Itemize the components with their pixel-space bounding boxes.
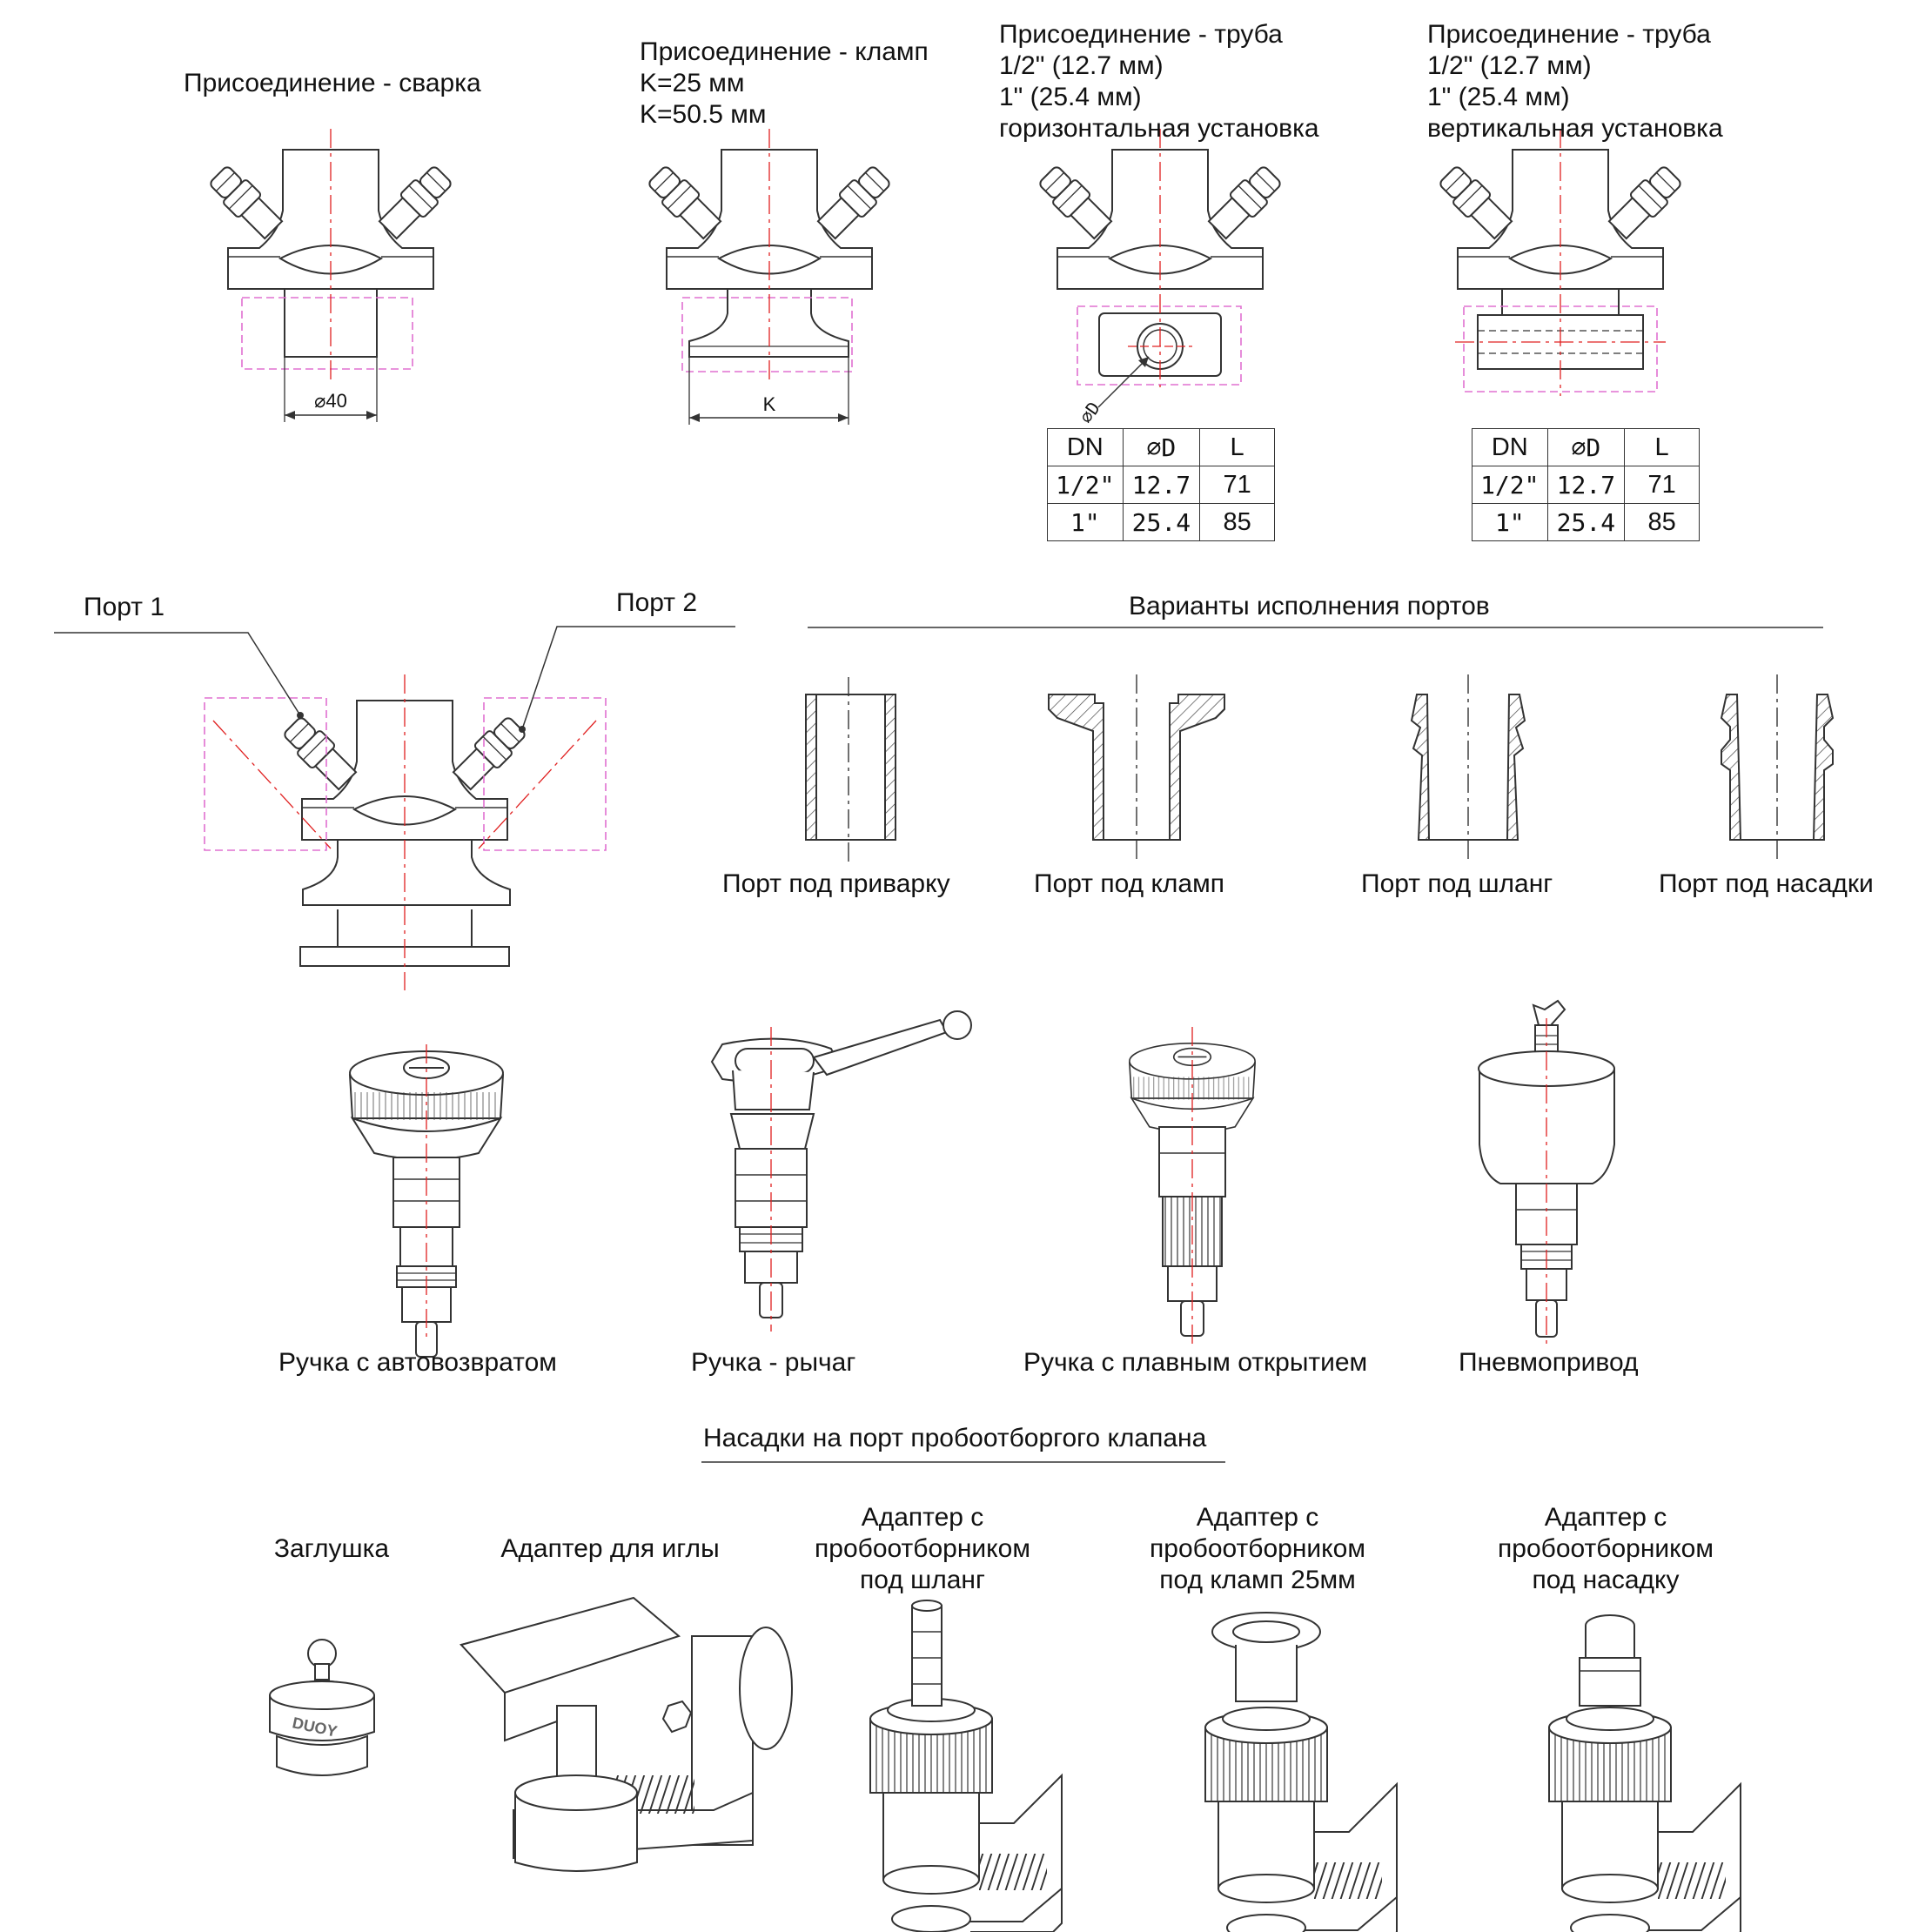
table-header-dn: DN [1472,428,1548,466]
port-variants-header: Варианты исполнения портов [1129,592,1490,621]
attachment-line: Адаптер с [1544,1503,1667,1532]
handle-lever-drawing [710,1010,972,1332]
clamp-k2-line: K=50.5 мм [640,100,767,129]
attachment-line: под насадку [1532,1566,1680,1594]
pipe-v-line-3: вертикальная установка [1427,114,1723,143]
handle-auto-return-drawing [349,1044,504,1358]
port-variant-hose-label: Порт под шланг [1361,869,1553,898]
attachment-plug-label: Заглушка [231,1533,432,1565]
port-variant-nozzle-drawing [1720,674,1835,862]
weld-diameter-label: ⌀40 [314,390,347,412]
table-cell: 85 [1624,503,1700,541]
table-cell: 12.7 [1546,466,1626,504]
table-cell: 1/2" [1047,466,1124,504]
port-variant-clamp-label: Порт под кламп [1034,869,1224,898]
attachment-line: пробоотборником [1498,1534,1714,1563]
attachments-header: Насадки на порт пробоотборгого клапана [703,1424,1207,1452]
attachment-hose-sampler-label: Адаптер с пробоотборником под шланг [792,1502,1053,1596]
pipe-v-line-2: 1" (25.4 мм) [1427,83,1570,111]
table-cell: 71 [1624,466,1700,504]
port-2-label: Порт 2 [616,588,698,617]
table-header-d: ⌀D [1122,428,1201,466]
attachment-line: Адаптер для иглы [500,1534,720,1563]
table-cell: 25.4 [1546,503,1626,541]
pipe-diameter-label: ⌀D [1076,398,1104,427]
table-row: 1" 25.4 85 [1472,503,1700,541]
pipe-horizontal-connection-drawing [1035,129,1285,408]
pipe-h-line-2: 1" (25.4 мм) [999,83,1142,111]
port-variant-weld-drawing [805,677,896,862]
port-diagram [54,626,735,990]
port-1-label: Порт 1 [84,593,165,621]
pipe-h-line-1: 1/2" (12.7 мм) [999,51,1164,80]
table-cell: 1/2" [1472,466,1548,504]
table-row: 1/2" 12.7 71 [1047,466,1275,504]
pneumatic-actuator-label: Пневмопривод [1459,1348,1639,1377]
pipe-vertical-title: Присоединение - труба 1/2" (12.7 мм) 1" … [1427,19,1723,144]
attachment-line: под шланг [860,1566,985,1594]
handle-smooth-opening-drawing [1129,1027,1256,1349]
table-header-dn: DN [1047,428,1124,466]
attachment-line: Адаптер с [1196,1503,1319,1532]
table-cell: 85 [1199,503,1275,541]
attachment-clamp-sampler-label: Адаптер с пробоотборником под кламп 25мм [1123,1502,1392,1596]
clamp-k1-line: K=25 мм [640,69,745,97]
weld-connection-title: Присоединение - сварка [184,69,481,97]
table-cell: 71 [1199,466,1275,504]
clamp-connection-drawing [644,129,895,425]
nozzle-sampler-adapter-drawing [1548,1614,1741,1932]
clamp-connection-title: Присоединение - кламп K=25 мм K=50.5 мм [640,37,929,131]
table-cell: 1" [1472,503,1548,541]
weld-connection-drawing [205,129,456,422]
attachment-nozzle-sampler-label: Адаптер с пробоотборником под насадку [1471,1502,1741,1596]
pipe-horizontal-title: Присоединение - труба 1/2" (12.7 мм) 1" … [999,19,1319,144]
attachment-needle-adapter-label: Адаптер для иглы [484,1533,736,1565]
table-header-row: DN ⌀D L [1047,428,1275,466]
attachment-line: Адаптер с [861,1503,984,1532]
table-row: 1/2" 12.7 71 [1472,466,1700,504]
handle-smooth-label: Ручка с плавным открытием [1023,1348,1368,1377]
port-variant-nozzle-label: Порт под насадки [1659,869,1874,898]
clamp-k-label: K [763,393,776,415]
table-row: 1" 25.4 85 [1047,503,1275,541]
handle-lever-label: Ручка - рычаг [691,1348,856,1377]
needle-adapter-drawing [460,1596,793,1872]
pipe-v-line-1: 1/2" (12.7 мм) [1427,51,1592,80]
pneumatic-actuator-drawing [1478,999,1615,1345]
attachment-line: Заглушка [273,1534,390,1563]
port-variant-clamp-drawing [1048,674,1225,862]
pipe-h-line-3: горизонтальная установка [999,114,1319,143]
port-variant-weld-label: Порт под приварку [722,869,950,898]
table-cell: 25.4 [1122,503,1201,541]
handle-auto-return-label: Ручка с автовозвратом [278,1348,557,1377]
port-variant-hose-drawing [1410,674,1526,862]
table-header-l: L [1199,428,1275,466]
plug-drawing [269,1639,375,1776]
table-cell: 12.7 [1122,466,1201,504]
pipe-vertical-connection-drawing [1435,129,1686,396]
clamp-title-line: Присоединение - кламп [640,37,929,66]
attachment-line: пробоотборником [815,1534,1030,1563]
table-header-l: L [1624,428,1700,466]
pipe-v-line-0: Присоединение - труба [1427,20,1711,49]
table-header-d: ⌀D [1546,428,1626,466]
hose-sampler-adapter-drawing [869,1600,1063,1932]
pipe-vertical-dimension-table: DN ⌀D L 1/2" 12.7 71 1" 25.4 85 [1472,428,1700,541]
table-header-row: DN ⌀D L [1472,428,1700,466]
clamp-sampler-adapter-drawing [1204,1612,1398,1932]
pipe-h-line-0: Присоединение - труба [999,20,1283,49]
pipe-horizontal-dimension-table: DN ⌀D L 1/2" 12.7 71 1" 25.4 85 [1047,428,1275,541]
table-cell: 1" [1047,503,1124,541]
attachment-line: пробоотборником [1150,1534,1365,1563]
attachment-line: под кламп 25мм [1159,1566,1356,1594]
